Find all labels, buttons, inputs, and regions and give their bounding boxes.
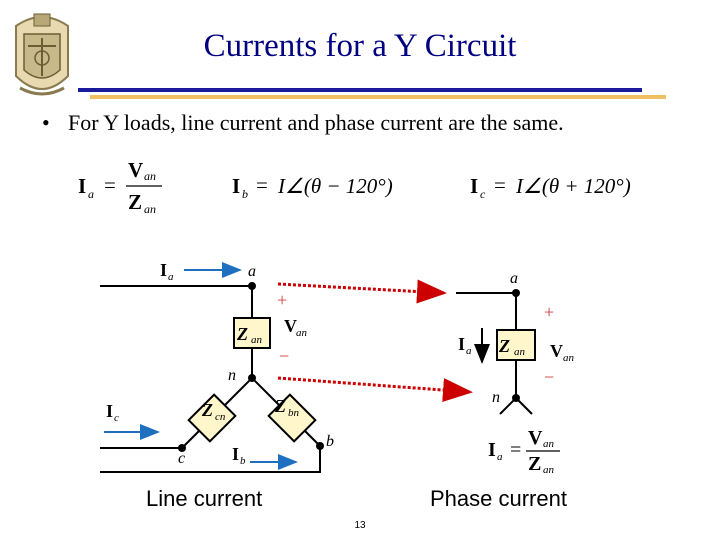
left-plus-sign: + [277,290,287,310]
z-an-label: Z [236,324,248,344]
right-impedance-z-an: Z an [496,329,536,361]
current-b-label: I [232,444,239,464]
title-rule-blue [78,88,642,92]
right-eq-equals: = [510,439,521,461]
eq-ib-lhs: I [232,174,240,198]
eq-ic-rhs: I∠(θ + 120°) [515,174,631,198]
z-cn-label: Z [201,400,213,420]
branch-b-upper-wire [251,377,283,409]
eq-ia-lhs-sub: a [88,187,94,201]
naval-academy-crest-icon [15,13,69,96]
right-minus-sign: − [544,367,554,387]
left-node-c-label: c [178,450,185,467]
right-node-n-dot [512,394,520,402]
impedance-z-bn [267,393,317,443]
left-minus-sign: − [279,346,289,366]
eq-ic-lhs-sub: c [480,187,486,201]
right-eq-lhs-sub: a [497,451,503,463]
impedance-z-cn [187,393,237,443]
equation-ia: I a = V an Z an [78,158,162,216]
z-cn-sub: cn [215,411,226,423]
current-a-label: I [160,260,167,280]
eq-ia-num: V [128,158,143,182]
eq-ia-den: Z [128,190,142,214]
left-circuit [100,285,321,473]
right-equation: I a = V an Z an [488,427,560,476]
current-b-sub: b [240,455,246,467]
equation-ib: I b = I∠(θ − 120°) [232,173,393,201]
eq-ib-equals: = [256,173,268,197]
right-eq-den: Z [528,453,541,475]
left-node-b-label: b [326,433,334,450]
eq-ib-lhs-sub: b [242,187,248,201]
bullet-dot-icon: • [42,110,50,135]
caption-line-current: Line current [146,486,263,511]
equation-ic: I c = I∠(θ + 120°) [470,173,631,201]
eq-ib-rhs: I∠(θ − 120°) [277,174,393,198]
z-an-sub: an [251,334,263,346]
right-current-label: I [458,334,465,354]
dotted-arrow-lower [277,376,473,403]
right-eq-num: V [528,427,543,449]
right-eq-lhs: I [488,439,496,461]
right-v-sub: an [563,352,575,364]
z-bn-label: Z [274,396,286,416]
right-v-label: V [550,341,563,361]
node-c-dot [178,444,186,452]
node-a-dot [248,282,256,290]
impedance-z-an: Z an [233,317,271,349]
z-bn-sub: bn [288,407,300,419]
dotted-arrow-upper [277,279,447,304]
left-nodes [178,282,324,452]
slide-title: Currents for a Y Circuit [203,28,517,64]
eq-ic-equals: = [494,173,506,197]
right-z-label: Z [498,336,510,356]
bullet-text: For Y loads, line current and phase curr… [68,110,564,135]
caption-phase-current: Phase current [430,486,567,511]
current-c-sub: c [114,412,119,424]
current-a-sub: a [168,271,174,283]
right-node-a-label: a [510,270,518,287]
right-node-n-label: n [492,389,500,406]
right-current-sub: a [466,345,472,357]
eq-ia-num-sub: an [144,169,156,183]
left-v-sub: an [296,327,308,339]
line-b-wire [100,446,321,473]
right-eq-den-sub: an [543,464,555,476]
bullet-point: • For Y loads, line current and phase cur… [42,110,564,136]
right-eq-num-sub: an [543,438,555,450]
right-z-sub: an [514,346,526,358]
branch-c-upper-wire [221,377,253,409]
title-rule-gold [90,95,666,99]
eq-ia-lhs: I [78,174,86,198]
left-v-label: V [284,316,297,336]
node-b-dot [316,442,324,450]
left-node-a-label: a [248,263,256,280]
right-plus-sign: + [544,302,554,322]
eq-ia-equals: = [104,173,116,197]
eq-ia-den-sub: an [144,202,156,216]
left-node-n-label: n [228,367,236,384]
current-c-label: I [106,401,113,421]
right-node-a-dot [512,289,520,297]
page-number: 13 [354,520,366,531]
node-n-dot [248,374,256,382]
eq-ic-lhs: I [470,174,478,198]
